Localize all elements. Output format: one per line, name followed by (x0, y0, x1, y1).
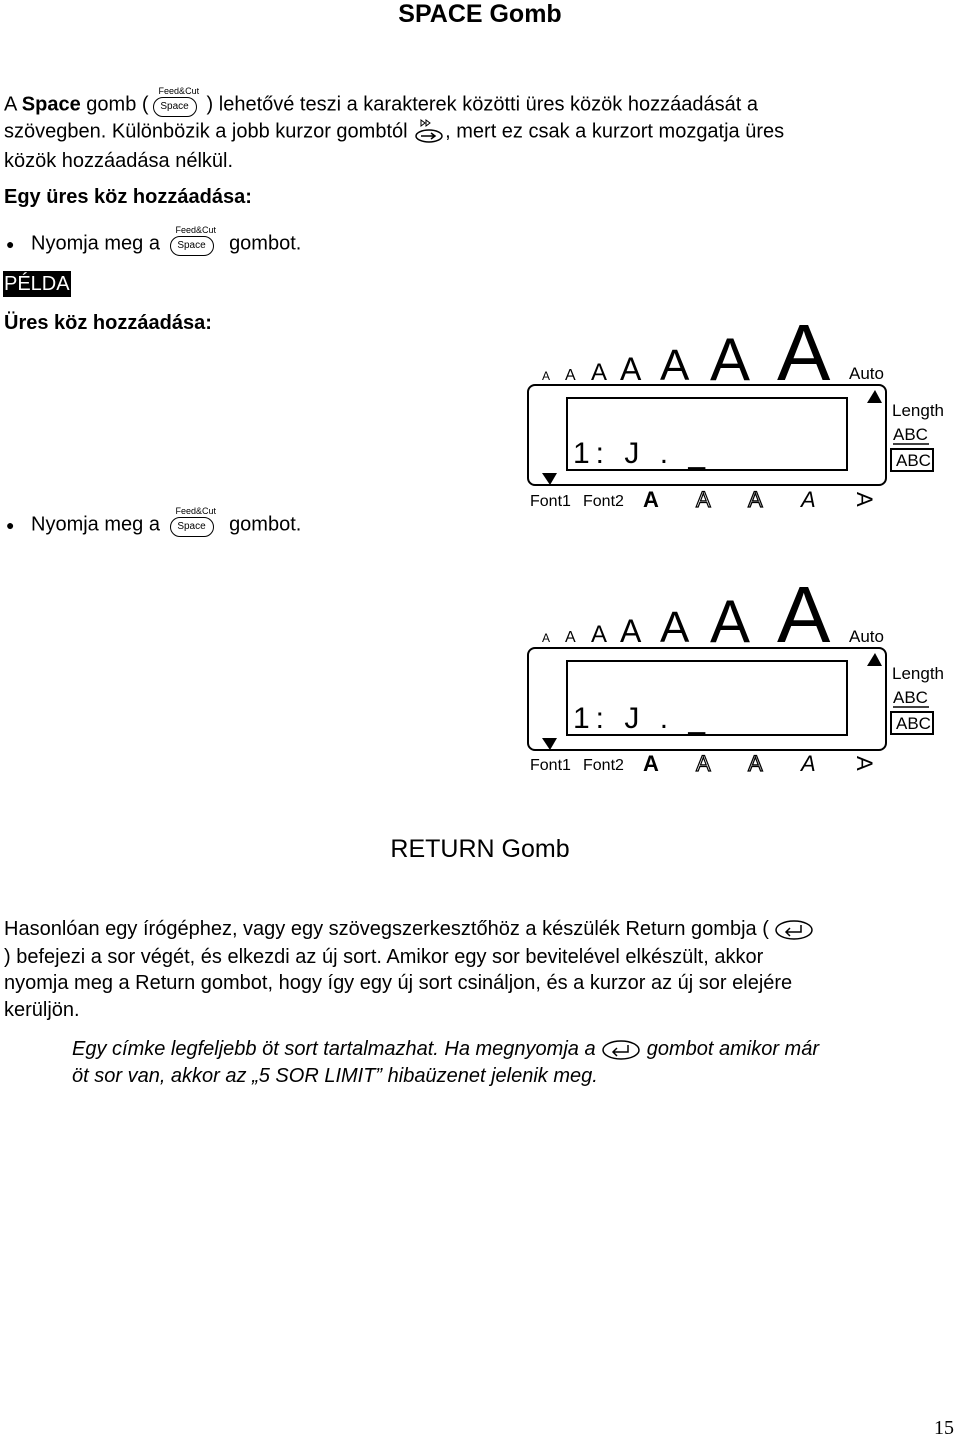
intro-line-2: szövegben. Különbözik a jobb kurzor gomb… (4, 118, 784, 146)
size-indicator-letters: A A A A A A A (542, 308, 831, 397)
size-letter: A (620, 351, 642, 387)
intro-after-icon: ) lehetővé teszi a karakterek közötti ür… (206, 93, 758, 116)
abc-frame-box (890, 711, 934, 735)
abc-underline-label: ABC (893, 688, 928, 707)
size-letter: A (710, 326, 750, 393)
size-letter: A (565, 367, 576, 384)
intro-line2-end: , mert ez csak a kurzort mozgatja üres (445, 120, 785, 143)
lcd-outer-frame (527, 384, 887, 486)
size-letter: A (591, 359, 607, 386)
length-label: Length (892, 401, 944, 420)
intro-line-3: közök hozzáadása nélkül. (4, 150, 234, 172)
up-arrow-icon (867, 653, 882, 666)
style-letter-vertical: A (852, 492, 877, 507)
lcd-screen-text: 1: J . _ (573, 702, 711, 735)
auto-label: Auto (849, 364, 884, 383)
note1-pre: Egy címke legfeljebb öt sort tartalmazha… (72, 1038, 596, 1060)
auto-label: Auto (849, 627, 884, 646)
abc-frame-label: ABC (896, 451, 931, 470)
return-line-2: ) befejezi a sor végét, és elkezdi az új… (4, 946, 764, 968)
style-letter-italic: A (799, 751, 816, 776)
style-letter-italic: A (799, 487, 816, 512)
bullet-dot: ● (6, 236, 15, 252)
return-key-icon (774, 919, 814, 941)
size-letter: A (660, 341, 690, 390)
size-letter: A (542, 369, 550, 383)
space-label: Space (152, 97, 197, 117)
down-arrow-icon (542, 738, 557, 750)
example-label: PÉLDA (3, 271, 71, 297)
bullet-dot: ● (6, 517, 15, 533)
abc-underline-label: ABC (893, 425, 928, 444)
intro-mid: gomb ( (80, 93, 149, 116)
lcd-display-2: A A A A A A A Auto 1: J . _ Length ABC A… (527, 570, 944, 777)
space-label: Space (169, 517, 214, 537)
font1-label: Font1 (530, 493, 571, 510)
bullet1-pre: Nyomja meg a (31, 232, 160, 255)
return-line-4: kerüljön. (4, 999, 80, 1021)
style-letter-vertical: A (852, 756, 877, 771)
font2-label: Font2 (583, 757, 624, 774)
size-letter: A (710, 588, 750, 655)
style-letter-bold: A (643, 751, 659, 776)
up-arrow-icon (867, 390, 882, 403)
style-letter-outline: A (696, 751, 711, 776)
lcd-outer-frame (527, 647, 887, 751)
intro-prefix: A (4, 93, 22, 116)
lcd-screen-text: 1: J . _ (573, 437, 711, 470)
bullet2-post: gombot. (229, 513, 302, 536)
right-cursor-key-icon (413, 118, 445, 146)
return-line-3: nyomja meg a Return gombot, hogy így egy… (4, 972, 793, 994)
size-letter: A (660, 603, 690, 652)
font2-label: Font2 (583, 493, 624, 510)
feedcut-label: Feed&Cut (175, 506, 217, 516)
size-letter: A (620, 613, 642, 649)
style-letter-bold: A (643, 487, 659, 512)
size-indicator-letters: A A A A A A A (542, 570, 831, 659)
lcd-screen (566, 660, 848, 736)
size-letter: A (777, 308, 831, 397)
down-arrow-icon (542, 473, 557, 485)
abc-frame-box (890, 448, 934, 472)
size-letter: A (591, 621, 607, 648)
page-title: SPACE Gomb (398, 0, 562, 28)
style-letter-outline: A (696, 487, 711, 512)
style-letter-shadow: A (748, 751, 763, 776)
example-heading: Üres köz hozzáadása: (4, 312, 212, 334)
length-label: Length (892, 664, 944, 683)
feedcut-label: Feed&Cut (158, 86, 200, 96)
intro-bold-space: Space (21, 93, 81, 116)
style-letter-shadow: A (748, 487, 763, 512)
note-line-2: öt sor van, akkor az „5 SOR LIMIT” hibaü… (72, 1065, 598, 1087)
bullet2-pre: Nyomja meg a (31, 513, 160, 536)
size-letter: A (565, 629, 576, 646)
return-line-1: Hasonlóan egy írógéphez, vagy egy szöveg… (4, 918, 814, 941)
intro-line2-start: szövegben. Különbözik a jobb kurzor gomb… (4, 120, 408, 143)
size-letter: A (542, 631, 550, 645)
space-label: Space (169, 236, 214, 256)
page-number: 15 (934, 1417, 954, 1439)
font1-label: Font1 (530, 757, 571, 774)
return-section-title: RETURN Gomb (390, 835, 570, 863)
lcd-screen (566, 397, 848, 471)
lcd-display-1: A A A A A A A Auto 1: J . _ Length ABC A… (527, 308, 944, 513)
note-line-1: Egy címke legfeljebb öt sort tartalmazha… (72, 1038, 819, 1061)
note1-post: gombot amikor már (646, 1038, 819, 1060)
bullet1-post: gombot. (229, 232, 302, 255)
abc-frame-label: ABC (896, 714, 931, 733)
return-line1-text: Hasonlóan egy írógéphez, vagy egy szöveg… (4, 918, 769, 940)
subheading-add-space: Egy üres köz hozzáadása: (4, 186, 252, 208)
size-letter: A (777, 570, 831, 659)
feedcut-label: Feed&Cut (175, 225, 217, 235)
return-key-icon (601, 1039, 641, 1061)
